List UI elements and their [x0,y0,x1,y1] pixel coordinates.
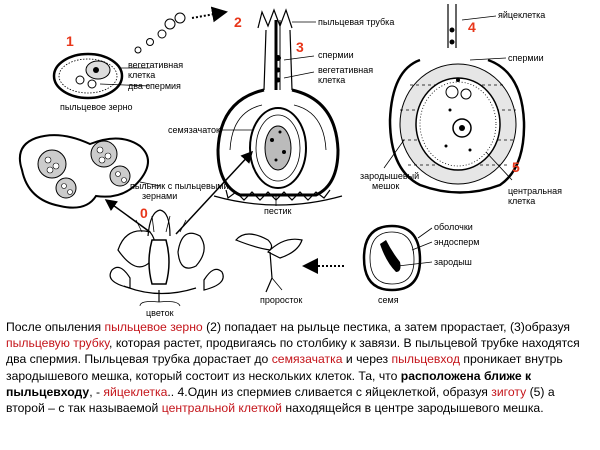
term-micropyle: пыльцевход [391,352,460,367]
label-pistil: пестик [264,206,292,216]
label-sperms: спермии [318,50,354,60]
number-2: 2 [234,14,242,30]
label-vegetative-cell: клетка [128,70,155,80]
embryo-sac-figure [383,4,526,194]
pistil-figure [213,8,343,206]
label-sperms-2: спермии [508,53,544,63]
label-anther-1: пыльник с пыльцевыми [130,181,229,191]
label-anther-2: зернами [142,191,177,201]
label-egg-cell: яйцеклетка [498,10,545,20]
term-zygote: зиготу [491,384,527,399]
number-4: 4 [468,19,476,35]
term-pollen-tube: пыльцевую трубку [6,336,110,351]
number-1: 1 [66,33,74,49]
term-central-cell: центральной клеткой [161,401,282,416]
pollen-grain-figure [52,12,186,100]
label-embryo: зародыш [434,257,472,267]
term-ovule: семязачатка [271,352,343,367]
number-0: 0 [140,205,148,221]
label-seed: семя [378,295,399,305]
label-ovule: семязачаток [168,125,220,135]
term-closest-to-micropyle: расположена ближе к пыльцевходу [6,368,532,399]
seed-figure [362,224,433,292]
label-cell-2: клетка [318,75,345,85]
label-central-2: клетка [508,196,535,206]
term-egg-cell: яйцеклетка [103,384,168,399]
label-endosperm: эндосперм [434,237,479,247]
label-central-1: центральная [508,186,562,196]
label-coats: оболочки [434,222,473,232]
anther-figure [18,134,161,209]
label-two-sperms: два спермия [128,81,181,91]
term-pollen-grain: пыльцевое зерно [104,320,203,334]
number-5: 5 [512,159,520,175]
label-vegetative: вегетативная [128,60,183,70]
flower-figure [109,209,224,307]
number-3: 3 [296,39,304,55]
label-flower: цветок [146,308,174,318]
label-pollen-grain: пыльцевое зерно [60,102,133,112]
label-vegetative-2: вегетативная [318,65,373,75]
label-sprout: проросток [260,295,302,305]
sprout-figure [235,233,303,293]
label-embryo-sac-1: зародышевый [360,171,419,181]
label-pollen-tube: пыльцевая трубка [318,17,394,27]
fertilization-diagram: 1 вегетативная клетка два спермия пыльце… [18,4,562,318]
caption-text: После опыления пыльцевое зерно (2) попад… [6,320,580,416]
label-embryo-sac-2: мешок [372,181,399,191]
scattered-pollen-grains [134,12,186,54]
